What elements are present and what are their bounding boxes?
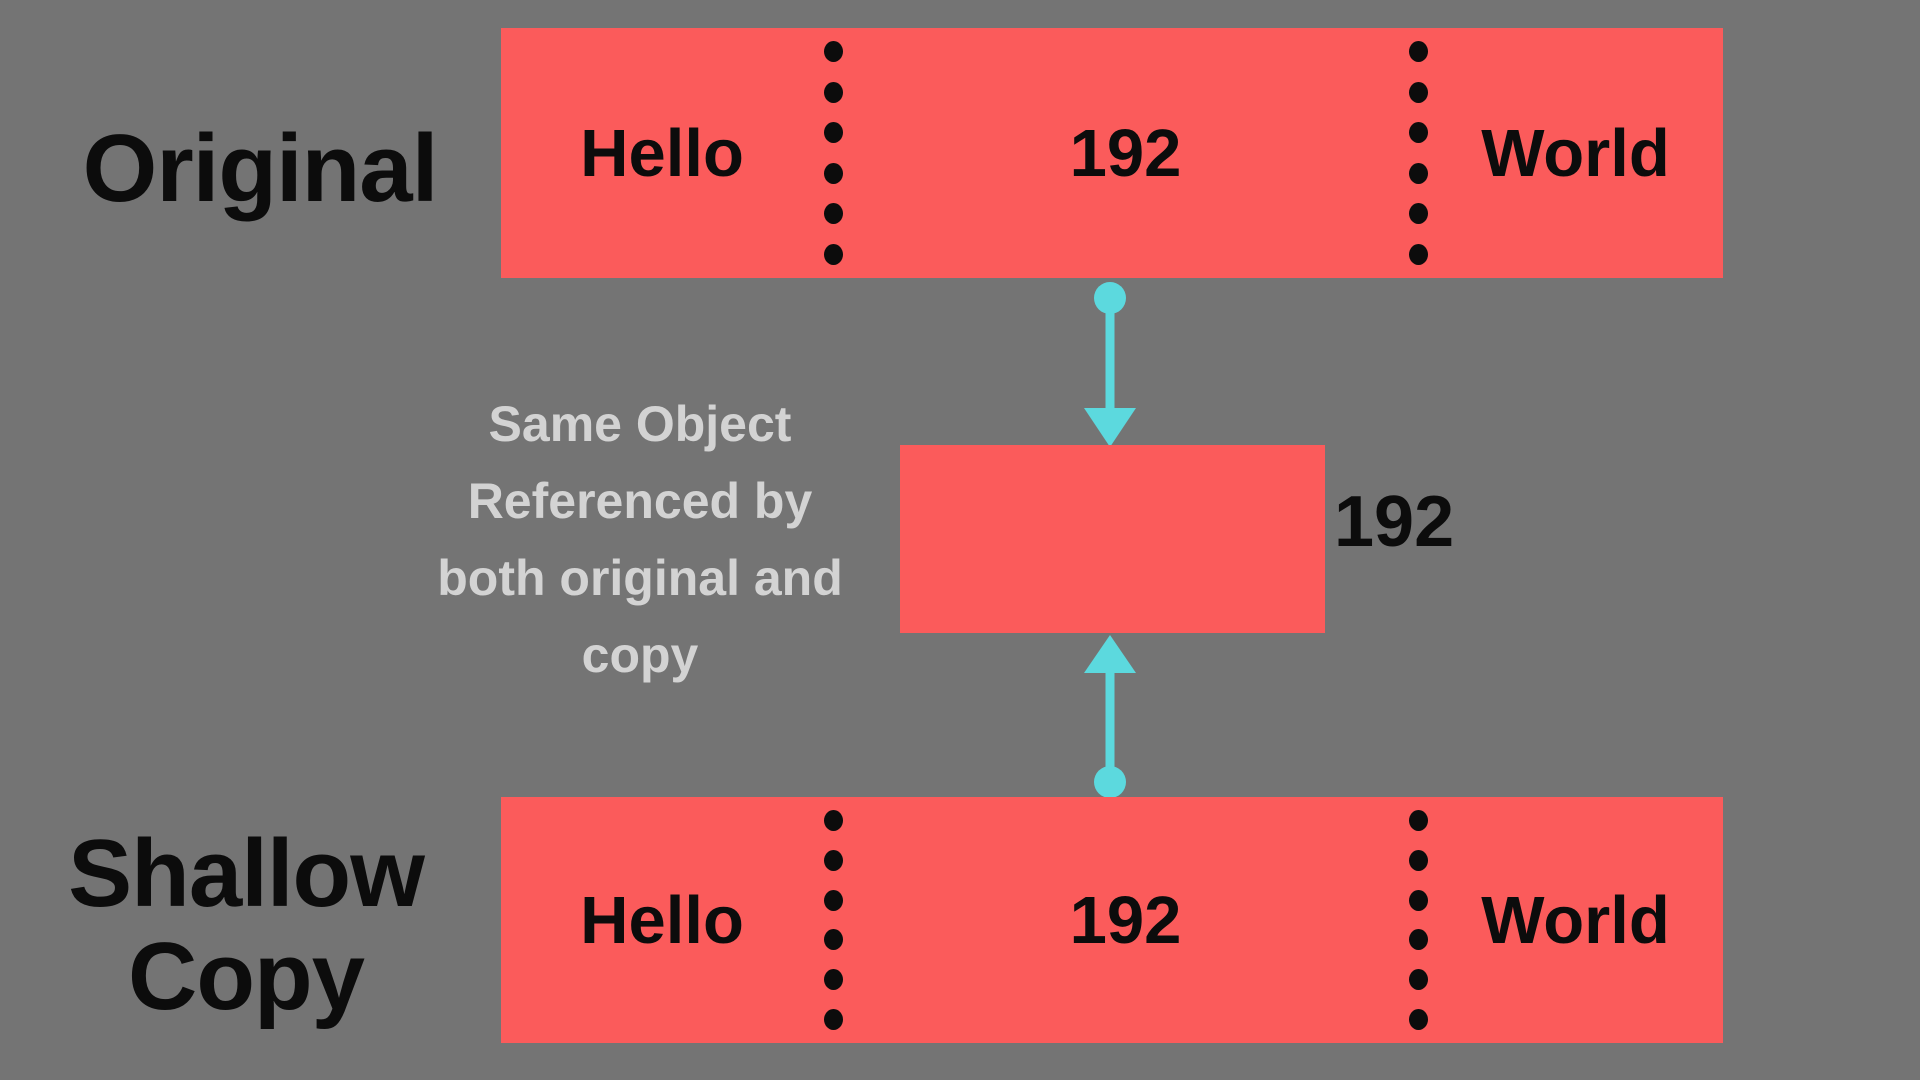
- dotted-separator-icon: [823, 28, 843, 278]
- shared-object-caption: Same Object Referenced by both original …: [437, 396, 843, 683]
- original-cell-192: 192: [1069, 115, 1182, 191]
- original-list-bar: Hello 192 World: [501, 28, 1723, 278]
- arrow-up-copy-to-shared-icon: [1084, 635, 1136, 798]
- shared-object-value: 192: [1334, 482, 1455, 562]
- original-label: Original: [82, 115, 439, 222]
- original-cell-world: World: [1481, 115, 1670, 191]
- copy-cell-hello: Hello: [580, 882, 744, 958]
- original-cell-hello: Hello: [580, 115, 744, 191]
- shallow-copy-label: Shallow Copy: [68, 820, 425, 1030]
- dotted-separator-icon: [1408, 28, 1428, 278]
- dotted-separator-icon: [823, 797, 843, 1043]
- dotted-separator-icon: [1408, 797, 1428, 1043]
- shallow-copy-list-bar: Hello 192 World: [501, 797, 1723, 1043]
- arrow-down-original-to-shared-icon: [1084, 282, 1136, 447]
- copy-cell-world: World: [1481, 882, 1670, 958]
- copy-cell-192: 192: [1069, 882, 1182, 958]
- shared-object-box: [900, 445, 1325, 633]
